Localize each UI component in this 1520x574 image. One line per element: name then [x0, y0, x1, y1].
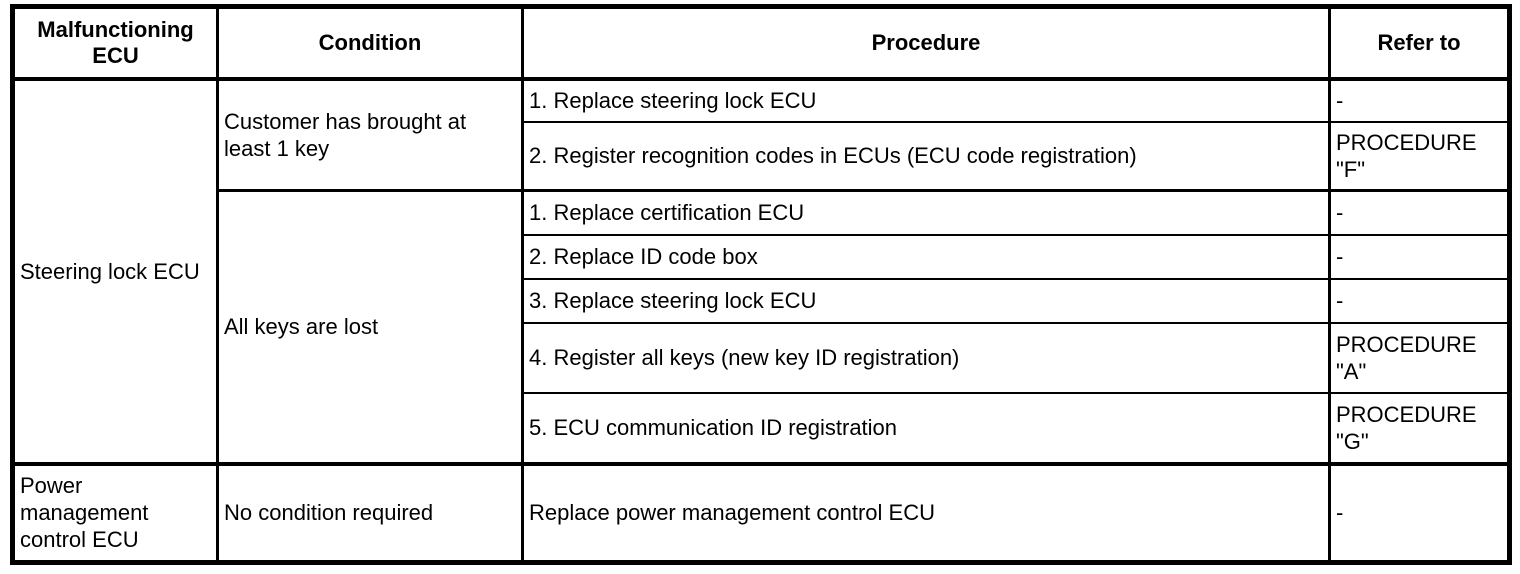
table-row: 5. ECU communication ID registration PRO…	[13, 391, 1511, 465]
procedure-cell: 2. Register recognition codes in ECUs (E…	[521, 120, 1331, 192]
refer-to-cell: PROCEDURE "F"	[1328, 120, 1511, 192]
condition-cell-customer-keys: Customer has brought at least 1 key	[216, 77, 524, 192]
procedure-cell: 5. ECU communication ID registration	[521, 391, 1331, 465]
procedure-cell: 1. Replace steering lock ECU	[521, 77, 1331, 123]
header-row: Malfunctioning ECU Condition Procedure R…	[11, 5, 1511, 81]
ecu-cell-steering-lock: Steering lock ECU	[11, 77, 219, 465]
header-refer-to: Refer to	[1328, 5, 1511, 81]
header-condition: Condition	[216, 5, 524, 81]
procedure-cell: 4. Register all keys (new key ID registr…	[521, 321, 1331, 394]
header-malfunctioning-ecu: Malfunctioning ECU	[11, 5, 219, 81]
condition-cell-all-keys-lost: All keys are lost	[216, 189, 524, 465]
table-row: Power management control ECU No conditio…	[11, 461, 1511, 564]
refer-to-cell: PROCEDURE "G"	[1328, 391, 1511, 465]
refer-to-cell: -	[1328, 77, 1511, 123]
table-row: 4. Register all keys (new key ID registr…	[13, 321, 1511, 394]
condition-cell-no-condition: No condition required	[216, 461, 524, 564]
ecu-cell-power-management: Power management control ECU	[11, 461, 219, 564]
refer-to-cell: -	[1328, 189, 1511, 236]
table-row: Steering lock ECU Customer has brought a…	[11, 77, 1511, 465]
refer-to-cell: -	[1328, 277, 1511, 324]
table-row: 2. Register recognition codes in ECUs (E…	[13, 120, 1511, 192]
table-row: 3. Replace steering lock ECU -	[13, 277, 1511, 324]
refer-to-cell: -	[1328, 461, 1511, 564]
procedure-cell: 2. Replace ID code box	[521, 233, 1331, 280]
header-procedure: Procedure	[521, 5, 1331, 81]
table-row: All keys are lost 1. Replace certificati…	[13, 189, 1511, 465]
procedure-cell: 1. Replace certification ECU	[521, 189, 1331, 236]
refer-to-cell: PROCEDURE "A"	[1328, 321, 1511, 394]
refer-to-cell: -	[1328, 233, 1511, 280]
procedure-cell: Replace power management control ECU	[521, 461, 1331, 564]
ecu-malfunction-table: Malfunctioning ECU Condition Procedure R…	[10, 4, 1512, 565]
procedure-cell: 3. Replace steering lock ECU	[521, 277, 1331, 324]
table-row: 2. Replace ID code box -	[13, 233, 1511, 280]
